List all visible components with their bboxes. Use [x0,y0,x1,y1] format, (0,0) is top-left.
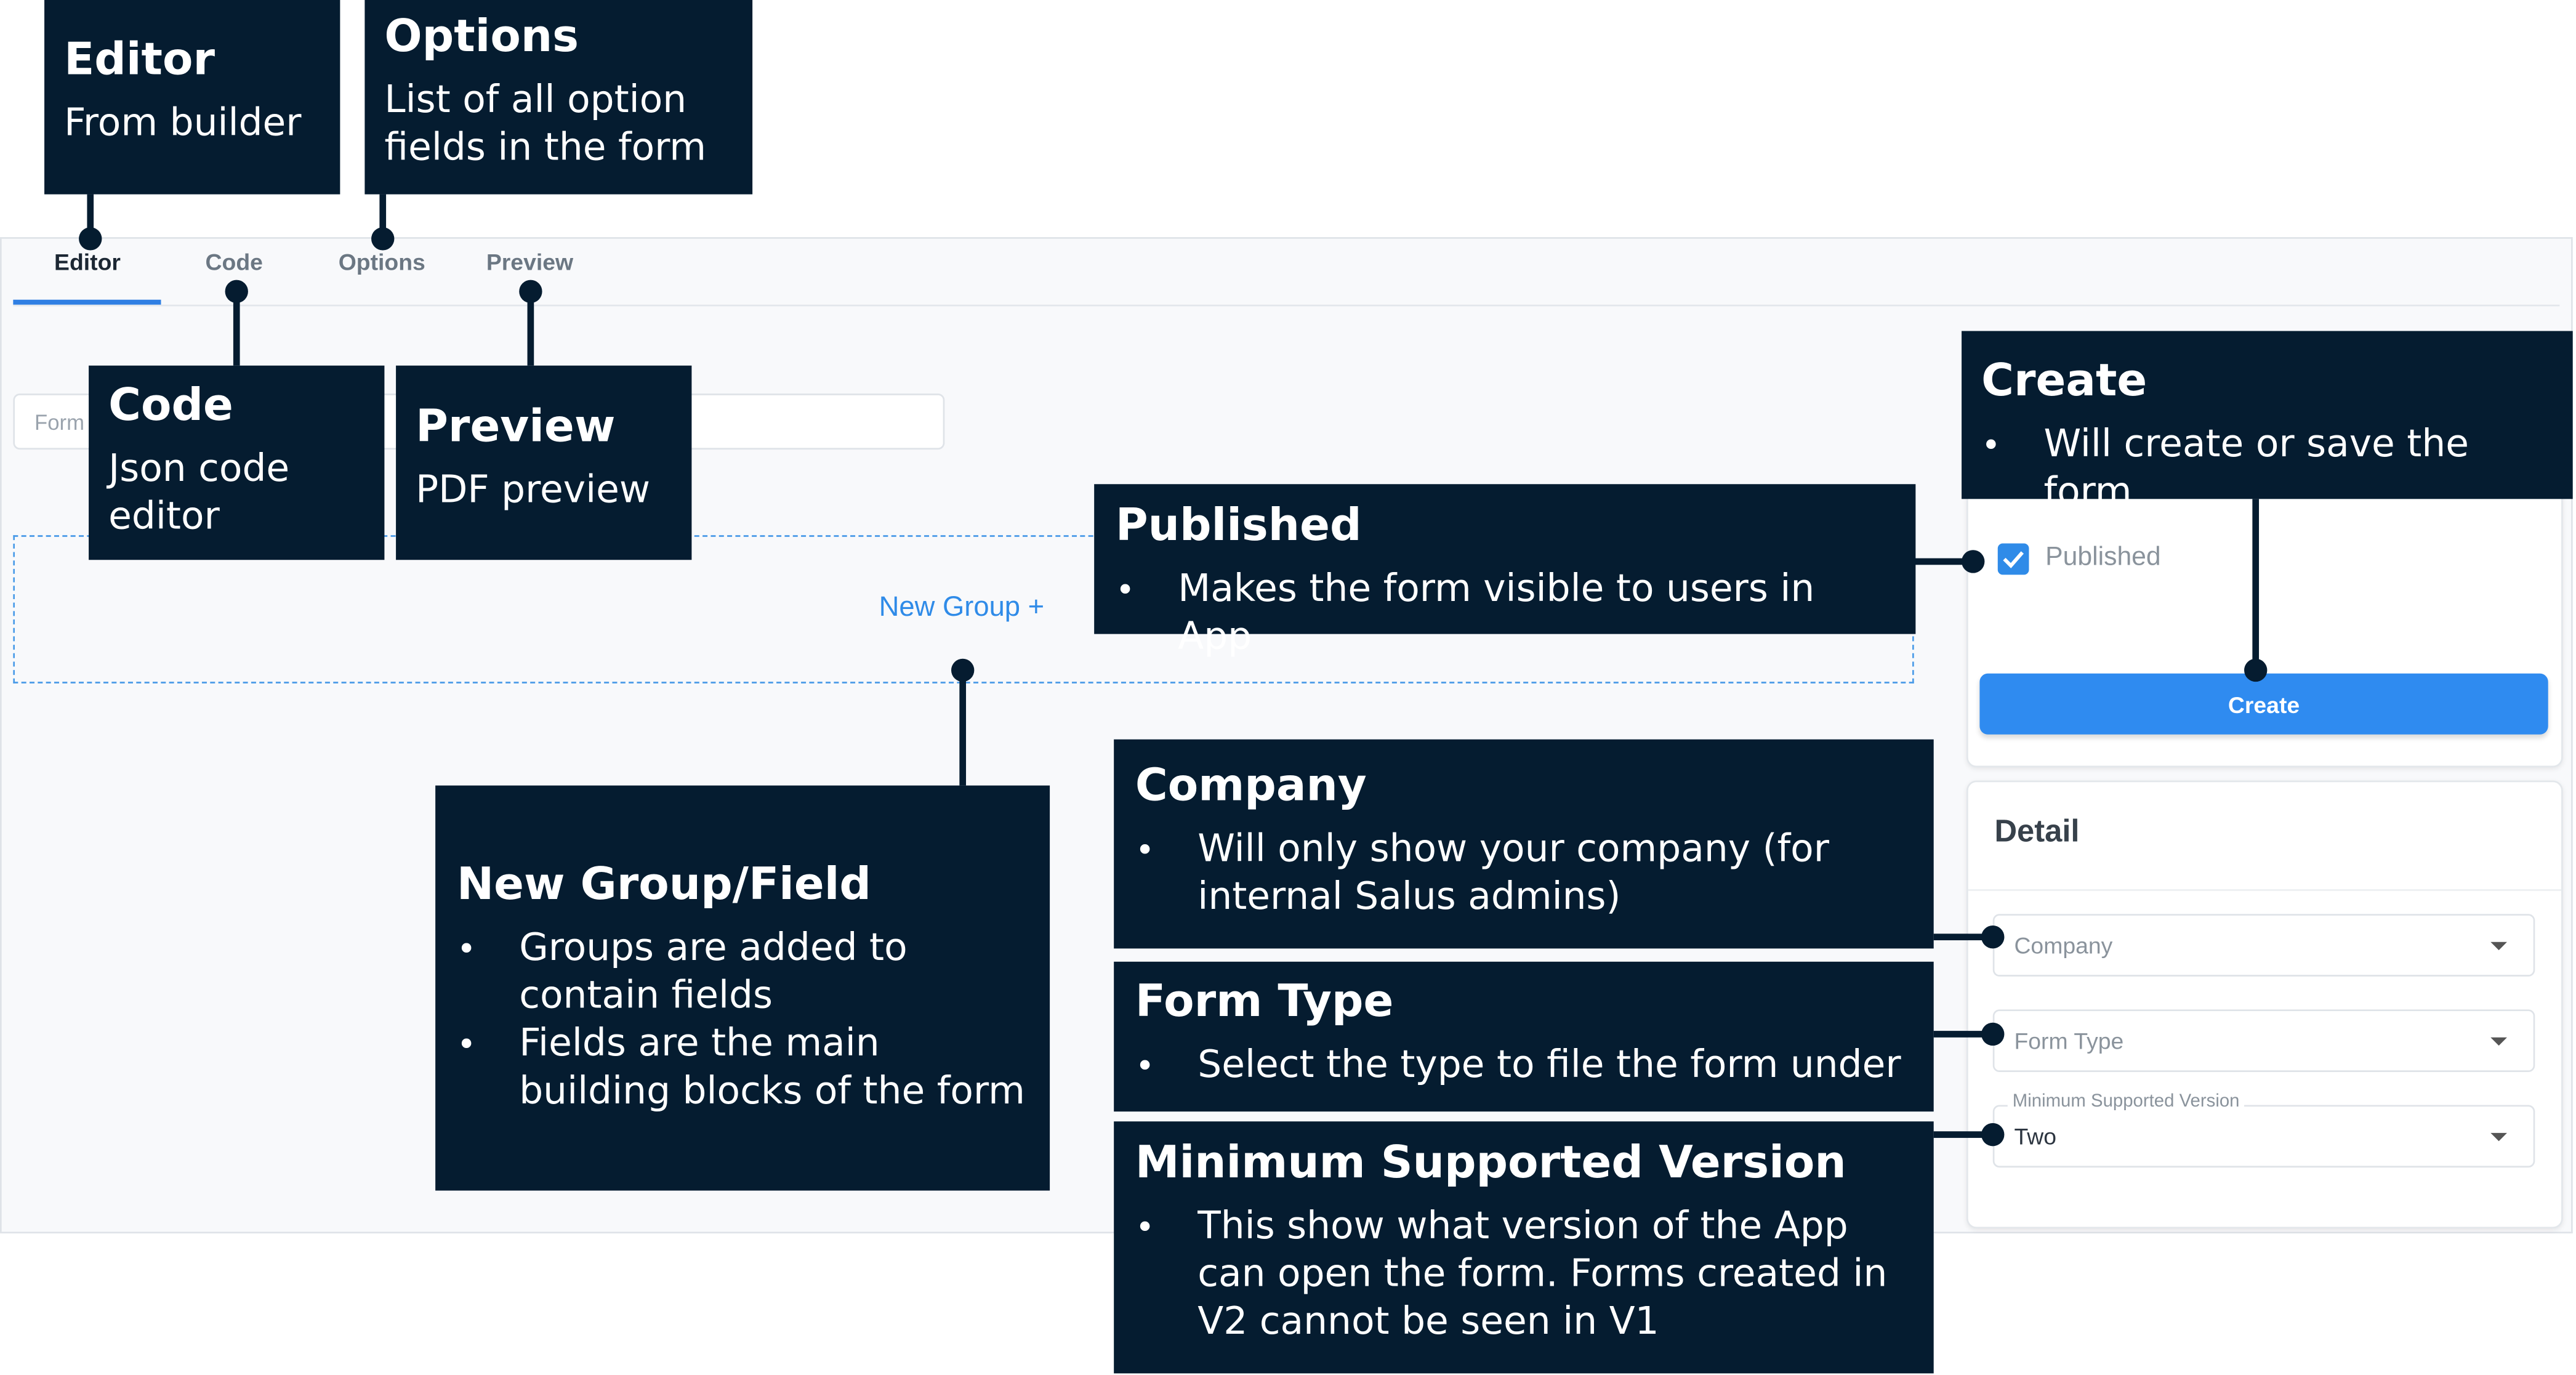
published-label: Published [2045,543,2161,571]
callout-bullet: Select the type to file the form under [1135,1042,1912,1091]
detail-title: Detail [1994,815,2080,850]
company-select[interactable]: Company [1992,914,2535,977]
new-group-connector-dot [951,658,975,682]
form-type-connector [1933,1031,1993,1038]
options-connector-dot [371,227,395,251]
callout-bullet: Makes the form visible to users in App [1116,567,1894,662]
callout-bullet: Groups are added to contain fields [457,925,1029,1021]
callout-title: Code [108,380,233,432]
new-group-button[interactable]: New Group + [879,591,1045,623]
code-callout: Code Json code editor [89,365,385,560]
company-placeholder: Company [2014,932,2113,959]
chevron-down-icon [2490,1037,2507,1046]
min-version-value: Two [2014,1123,2057,1150]
tab-editor[interactable]: Editor [54,248,121,275]
form-type-select[interactable]: Form Type [1992,1009,2535,1072]
min-version-callout: Minimum Supported Version This show what… [1114,1121,1934,1374]
form-name-placeholder: Form [34,409,85,435]
preview-callout: Preview PDF preview [396,365,692,560]
company-connector [1933,933,1993,941]
min-version-connector [1933,1131,1993,1138]
callout-title: Published [1115,500,1362,552]
tabs-divider [13,304,2560,307]
form-type-connector-dot [1981,1022,2005,1046]
min-version-connector-dot [1981,1123,2005,1147]
check-icon [2003,551,2024,568]
callout-title: New Group/Field [456,859,872,911]
new-group-callout: New Group/Field Groups are added to cont… [435,785,1050,1191]
callout-desc: PDF preview [416,469,651,512]
detail-divider [1968,889,2562,891]
editor-connector-dot [79,227,102,251]
options-callout: Options List of all option fields in the… [364,0,753,195]
published-callout: Published Makes the form visible to user… [1094,484,1916,659]
form-type-callout: Form Type Select the type to file the fo… [1114,961,1934,1112]
published-connector-dot [1962,550,1985,573]
editor-connector [87,194,94,239]
callout-title: Company [1135,760,1367,812]
create-connector [2252,499,2260,671]
code-connector [233,291,240,366]
tab-preview[interactable]: Preview [486,248,574,275]
published-connector [1914,558,1973,565]
callout-title: Form Type [1135,976,1394,1028]
min-version-select[interactable]: Two [1992,1105,2535,1168]
create-connector-dot [2244,658,2268,682]
callout-bullet: Will only show your company (for interna… [1135,826,1912,922]
options-connector [379,194,387,239]
published-checkbox[interactable] [1997,543,2029,575]
callout-title: Editor [64,34,215,86]
callout-title: Options [384,11,579,63]
editor-callout: Editor From builder [44,0,340,195]
create-callout: Create Will create or save the form [1962,331,2573,514]
callout-desc: From builder [64,102,302,145]
min-version-label: Minimum Supported Version [2007,1092,2245,1112]
code-connector-dot [225,280,248,304]
callout-title: Minimum Supported Version [1135,1137,1846,1189]
company-connector-dot [1981,925,2005,949]
callout-title: Create [1981,355,2147,407]
callout-bullet: Will create or save the form [1981,422,2553,517]
create-button[interactable]: Create [1979,673,2548,735]
preview-connector-dot [519,280,542,304]
tab-code[interactable]: Code [205,248,263,275]
callout-title: Preview [416,401,616,453]
chevron-down-icon [2490,942,2507,951]
preview-connector [527,291,534,366]
callout-bullet: Fields are the main building blocks of t… [457,1021,1029,1116]
tab-options[interactable]: Options [338,248,425,275]
active-tab-indicator [13,299,161,305]
callout-bullet: This show what version of the App can op… [1135,1204,1912,1347]
company-callout: Company Will only show your company (for… [1114,739,1934,949]
new-group-connector [959,670,967,786]
form-type-placeholder: Form Type [2014,1027,2124,1054]
chevron-down-icon [2490,1132,2507,1142]
callout-desc: Json code editor [108,448,290,539]
callout-desc: List of all option fields in the form [384,79,707,170]
